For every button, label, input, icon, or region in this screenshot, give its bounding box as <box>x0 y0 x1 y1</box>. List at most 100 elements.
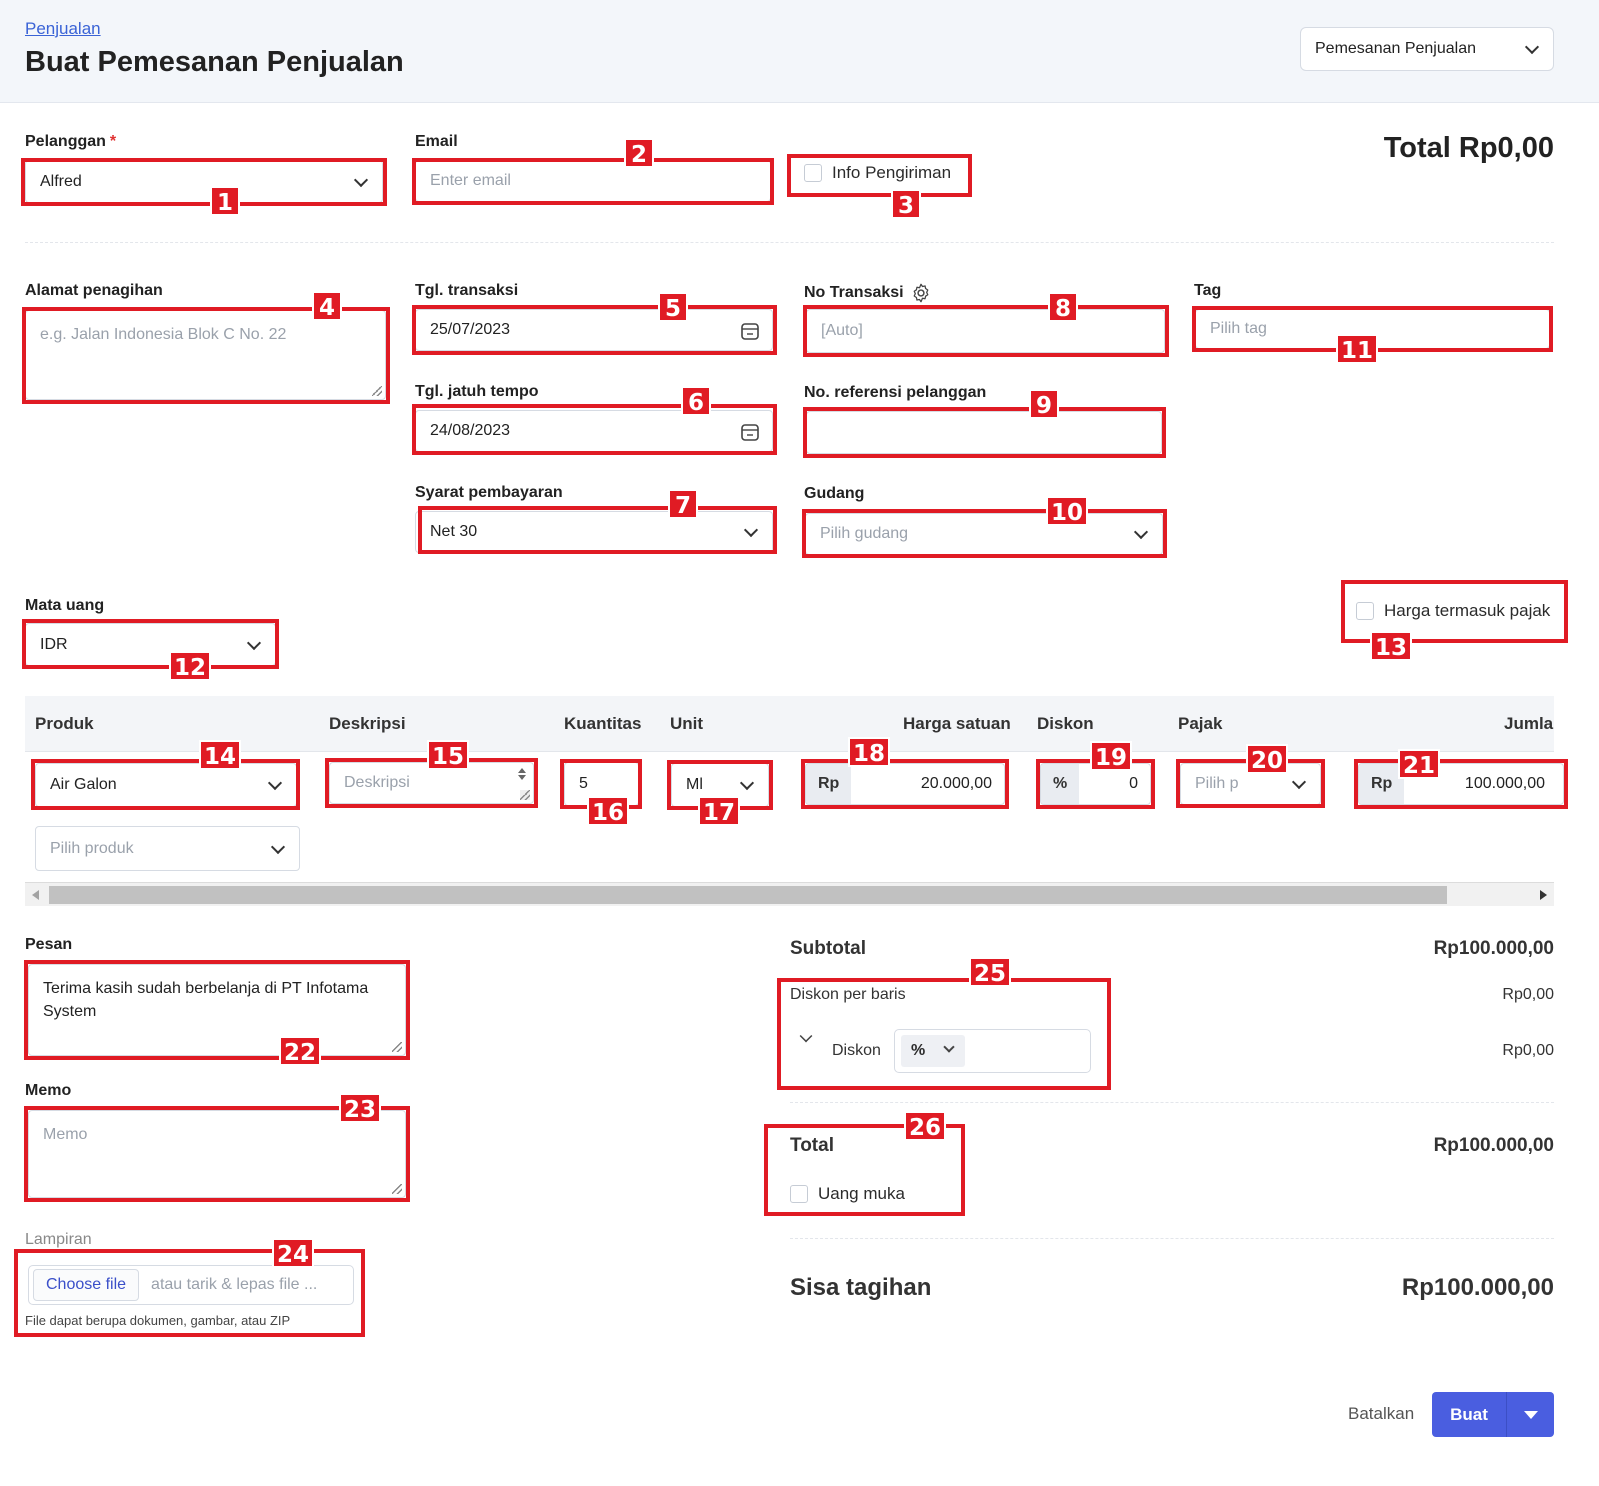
chevron-down-icon <box>267 775 283 791</box>
produk-value: Air Galon <box>50 776 117 793</box>
memo-textarea[interactable]: Memo <box>28 1110 406 1198</box>
page-title: Buat Pemesanan Penjualan <box>25 46 404 78</box>
tag-label: Tag <box>1194 282 1222 299</box>
shipping-info-toggle[interactable]: Info Pengiriman <box>804 163 951 183</box>
annotation-badge-11: 11 <box>1336 334 1379 364</box>
uang-muka-checkbox[interactable] <box>790 1185 808 1203</box>
annotation-badge-21: 21 <box>1398 749 1441 779</box>
doc-type-select[interactable]: Pemesanan Penjualan <box>1300 27 1554 71</box>
gudang-select[interactable]: Pilih gudang <box>805 513 1163 555</box>
memo-placeholder: Memo <box>43 1126 88 1143</box>
annotation-badge-2: 2 <box>624 138 654 168</box>
diskon-prefix: % <box>1041 764 1080 804</box>
annotation-badge-10: 10 <box>1046 496 1089 526</box>
pelanggan-label: Pelanggan* <box>25 133 117 150</box>
email-label: Email <box>415 133 458 150</box>
calendar-icon[interactable] <box>740 422 760 442</box>
syarat-select[interactable]: Net 30 <box>415 511 773 553</box>
deskripsi-placeholder: Deskripsi <box>344 774 410 791</box>
annotation-badge-16: 16 <box>587 796 630 826</box>
grand-total: Total Rp0,00 <box>1383 132 1554 164</box>
annotation-badge-1: 1 <box>210 186 240 216</box>
pesan-textarea[interactable]: Terima kasih sudah berbelanja di PT Info… <box>28 964 406 1056</box>
diskon-label: Diskon <box>832 1042 881 1059</box>
items-table-header: Produk Deskripsi Kuantitas Unit Harga sa… <box>25 696 1554 752</box>
no-referensi-input[interactable] <box>806 411 1162 454</box>
summary-divider <box>790 1102 1554 1103</box>
syarat-value: Net 30 <box>430 523 478 540</box>
lampiran-label: Lampiran <box>25 1231 92 1248</box>
breadcrumb-penjualan[interactable]: Penjualan <box>25 19 101 38</box>
harga-satuan-input[interactable]: Rp 20.000,00 <box>805 763 1005 805</box>
jumlah-input[interactable]: Rp 100.000,00 <box>1358 763 1564 805</box>
diskon-unit-select[interactable]: % <box>901 1035 965 1067</box>
currency-select[interactable]: IDR <box>25 623 276 666</box>
th-deskripsi: Deskripsi <box>329 714 406 733</box>
email-field[interactable]: Enter email <box>415 160 771 202</box>
chevron-down-icon <box>270 839 286 854</box>
resize-handle-icon[interactable] <box>392 1042 402 1052</box>
resize-handle-icon[interactable] <box>520 790 530 800</box>
alamat-textarea[interactable]: e.g. Jalan Indonesia Blok C No. 22 <box>25 310 386 400</box>
th-produk: Produk <box>35 714 94 733</box>
scroll-right-icon[interactable] <box>1539 890 1547 900</box>
annotation-badge-5: 5 <box>658 292 688 322</box>
harga-value: 20.000,00 <box>920 775 992 792</box>
scrollbar-thumb[interactable] <box>49 886 1447 904</box>
annotation-badge-6: 6 <box>681 386 711 416</box>
global-diskon-input[interactable]: % <box>894 1029 1091 1073</box>
required-mark: * <box>109 133 117 150</box>
create-button[interactable]: Buat <box>1432 1392 1506 1437</box>
choose-file-button[interactable]: Choose file <box>33 1269 140 1301</box>
pesan-label: Pesan <box>25 936 73 953</box>
memo-label: Memo <box>25 1082 72 1099</box>
add-product-select[interactable]: Pilih produk <box>35 826 300 871</box>
cancel-button[interactable]: Batalkan <box>1348 1404 1415 1423</box>
no-referensi-label: No. referensi pelanggan <box>804 384 987 401</box>
gear-icon[interactable] <box>910 282 932 304</box>
unit-select[interactable]: Ml <box>671 763 769 807</box>
tax-inclusive-checkbox[interactable] <box>1356 602 1374 620</box>
th-pajak: Pajak <box>1178 714 1223 733</box>
annotation-badge-15: 15 <box>427 740 470 770</box>
chevron-down-icon[interactable] <box>799 1029 813 1043</box>
tax-inclusive-label: Harga termasuk pajak <box>1384 601 1551 620</box>
caret-down-icon <box>1523 1410 1538 1419</box>
no-transaksi-input[interactable]: [Auto] <box>806 309 1165 353</box>
table-horizontal-scrollbar[interactable] <box>25 882 1554 906</box>
annotation-badge-17: 17 <box>698 796 741 826</box>
scroll-left-icon[interactable] <box>32 890 40 900</box>
tgl-transaksi-input[interactable]: 25/07/2023 <box>415 309 773 351</box>
doc-type-select-value: Pemesanan Penjualan <box>1315 40 1477 57</box>
chevron-down-icon <box>743 522 759 538</box>
summary-divider-2 <box>790 1238 1554 1239</box>
produk-select[interactable]: Air Galon <box>35 763 297 807</box>
create-options-button[interactable] <box>1506 1392 1554 1437</box>
spinner-arrows-icon[interactable] <box>516 767 528 781</box>
resize-handle-icon[interactable] <box>392 1184 402 1194</box>
email-placeholder: Enter email <box>430 172 511 189</box>
annotation-badge-25: 25 <box>969 957 1012 987</box>
diskon-per-baris-value: Rp0,00 <box>1502 986 1554 1003</box>
annotation-badge-3: 3 <box>891 189 921 219</box>
annotation-badge-14: 14 <box>199 740 242 770</box>
tgl-jatuh-tempo-value: 24/08/2023 <box>430 422 511 439</box>
chevron-down-icon <box>739 775 755 791</box>
calendar-icon[interactable] <box>740 321 760 341</box>
chevron-down-icon <box>353 172 369 187</box>
tax-inclusive-toggle[interactable]: Harga termasuk pajak <box>1356 601 1550 621</box>
shipping-info-checkbox[interactable] <box>804 164 822 182</box>
total-value: Rp100.000,00 <box>1433 1135 1554 1156</box>
alamat-placeholder: e.g. Jalan Indonesia Blok C No. 22 <box>40 326 287 343</box>
subtotal-label: Subtotal <box>790 938 866 959</box>
resize-handle-icon[interactable] <box>372 386 382 396</box>
kuantitas-value: 5 <box>579 775 588 792</box>
file-dropzone[interactable]: Choose file atau tarik & lepas file ... <box>28 1265 354 1305</box>
uang-muka-toggle[interactable]: Uang muka <box>790 1184 905 1204</box>
add-product-placeholder: Pilih produk <box>50 839 134 857</box>
annotation-badge-18: 18 <box>848 737 891 767</box>
chevron-down-icon <box>1524 39 1540 55</box>
annotation-badge-8: 8 <box>1048 292 1078 322</box>
pelanggan-select[interactable]: Alfred <box>25 160 383 203</box>
tgl-jatuh-tempo-input[interactable]: 24/08/2023 <box>415 410 773 452</box>
